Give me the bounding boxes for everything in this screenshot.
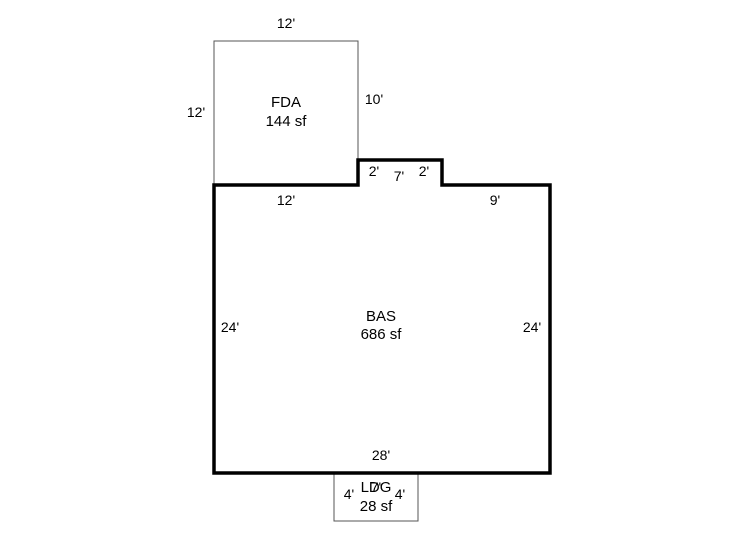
ldg-right-dimension: 4' (395, 486, 405, 502)
fda-outline (213, 40, 359, 185)
fda-top-dimension: 12' (277, 15, 295, 31)
bump-right-dimension: 2' (419, 163, 429, 179)
bump-top-dimension: 7' (394, 168, 404, 184)
bas-outline (212, 158, 552, 475)
bas-name-label: BAS (366, 308, 396, 325)
bump-left-dimension: 2' (369, 163, 379, 179)
bas-left-dimension: 24' (221, 319, 239, 335)
bas-right-dimension: 24' (523, 319, 541, 335)
ldg-name-label: LDG (361, 479, 392, 496)
fda-name-label: FDA (271, 94, 301, 111)
ldg-left-dimension: 4' (344, 486, 354, 502)
bas-area-label: 686 sf (361, 326, 403, 343)
ldg-top-dimension: 7' (371, 479, 381, 495)
fda-area-label: 144 sf (266, 113, 308, 130)
fda-right-dimension: 10' (365, 91, 383, 107)
fda-left-dimension: 12' (187, 104, 205, 120)
bas-bottom-dimension: 28' (372, 447, 390, 463)
bas-top-left-dimension: 12' (277, 192, 295, 208)
bas-top-right-dimension: 9' (490, 192, 500, 208)
ldg-area-label: 28 sf (360, 498, 393, 515)
